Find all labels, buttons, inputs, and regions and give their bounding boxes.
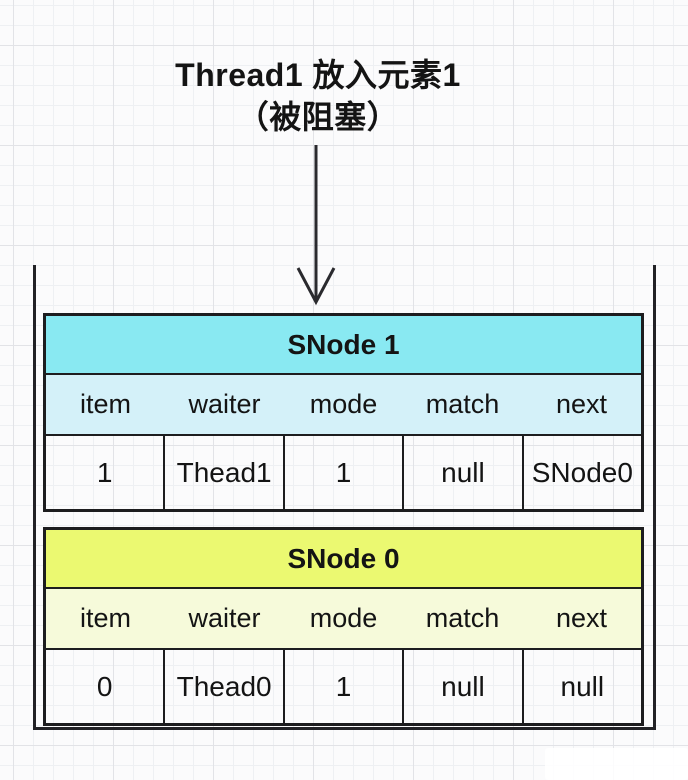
column-header-item: item <box>79 389 131 419</box>
value-next: SNode0 <box>521 436 641 509</box>
column-header-waiter: waiter <box>188 389 261 419</box>
snode0-values-row: 0 Thead0 1 null null <box>46 650 641 723</box>
column-header-waiter: waiter <box>188 603 261 633</box>
snode1-table: SNode 1 item waiter mode match next 1 Th… <box>43 313 644 512</box>
column-header-mode: mode <box>309 603 378 633</box>
column-header-match: match <box>425 389 500 419</box>
snode1-column-headers: item waiter mode match next <box>46 375 641 436</box>
thread-annotation: Thread1 放入元素1 （被阻塞） <box>118 54 518 138</box>
value-match: null <box>402 650 521 723</box>
snode0-table: SNode 0 item waiter mode match next 0 Th… <box>43 527 644 726</box>
value-waiter: Thead0 <box>163 650 282 723</box>
value-mode: 1 <box>282 436 402 509</box>
snode0-title: SNode 0 <box>46 530 641 589</box>
snode1-title: SNode 1 <box>46 316 641 375</box>
watermark-patch <box>545 748 688 780</box>
value-match: null <box>402 436 521 509</box>
down-arrow-icon <box>296 145 336 306</box>
column-header-item: item <box>79 603 131 633</box>
value-next: null <box>521 650 641 723</box>
queue-container-bracket <box>33 265 656 730</box>
snode1-values-row: 1 Thead1 1 null SNode0 <box>46 436 641 509</box>
value-item: 1 <box>96 456 113 488</box>
annotation-line2: （被阻塞） <box>236 99 400 135</box>
annotation-line1: Thread1 放入元素1 <box>175 57 461 93</box>
value-mode: 1 <box>282 650 402 723</box>
column-header-next: next <box>555 603 608 633</box>
value-item: 0 <box>96 670 113 702</box>
value-waiter: Thead1 <box>163 436 282 509</box>
column-header-match: match <box>425 603 500 633</box>
column-header-mode: mode <box>309 389 378 419</box>
column-header-next: next <box>555 389 608 419</box>
snode0-column-headers: item waiter mode match next <box>46 589 641 650</box>
